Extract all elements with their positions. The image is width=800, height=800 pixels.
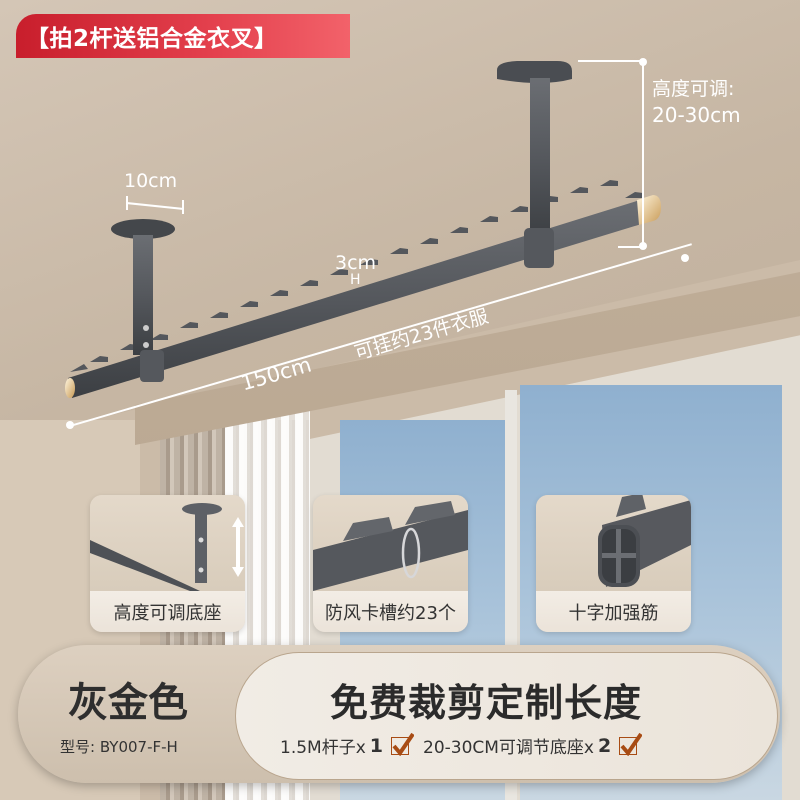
color-name: 灰金色 bbox=[68, 680, 188, 726]
content-item-label: 1.5M杆子x bbox=[280, 738, 366, 758]
slot-spacing-label: 3cm bbox=[335, 252, 377, 274]
customization-pill bbox=[235, 652, 778, 780]
checkmark-icon bbox=[619, 732, 643, 756]
height-range: 20-30cm bbox=[652, 103, 741, 127]
adjustable-base-image bbox=[90, 495, 245, 591]
height-label: 高度可调: bbox=[652, 78, 735, 100]
content-item-qty: 1 bbox=[369, 734, 383, 757]
feature-card-cross-rib: 十字加强筋 bbox=[536, 495, 691, 632]
length-endpoint bbox=[66, 421, 74, 429]
feature-caption: 十字加强筋 bbox=[536, 591, 691, 632]
windproof-slot-image bbox=[313, 495, 468, 591]
height-tick-top bbox=[578, 60, 644, 62]
feature-caption: 防风卡槽约23个 bbox=[313, 591, 468, 632]
feature-card-adjustable-base: 高度可调底座 bbox=[90, 495, 245, 632]
feature-caption: 高度可调底座 bbox=[90, 591, 245, 632]
base-width-tick bbox=[126, 196, 128, 210]
content-item-label: 20-30CM可调节底座x bbox=[423, 738, 594, 758]
model-number: 型号: BY007-F-H bbox=[60, 738, 178, 756]
height-tick-bottom bbox=[618, 246, 644, 248]
height-endpoint bbox=[639, 242, 647, 250]
customization-headline: 免费裁剪定制长度 bbox=[330, 681, 643, 725]
package-contents: 1.5M杆子x 1 20-30CM可调节底座x 2 bbox=[280, 732, 647, 758]
promo-badge: 【拍2杆送铝合金衣叉】 bbox=[16, 14, 350, 58]
checkmark-icon bbox=[391, 732, 414, 756]
height-line bbox=[642, 62, 644, 246]
base-width-tick bbox=[182, 200, 184, 214]
slot-spacing-marker: H bbox=[350, 272, 361, 288]
height-endpoint bbox=[639, 58, 647, 66]
feature-card-windproof-slots: 防风卡槽约23个 bbox=[313, 495, 468, 632]
base-width-label: 10cm bbox=[124, 170, 178, 192]
cross-rib-image bbox=[536, 495, 691, 591]
content-item-qty: 2 bbox=[598, 734, 612, 757]
length-endpoint bbox=[681, 254, 689, 262]
